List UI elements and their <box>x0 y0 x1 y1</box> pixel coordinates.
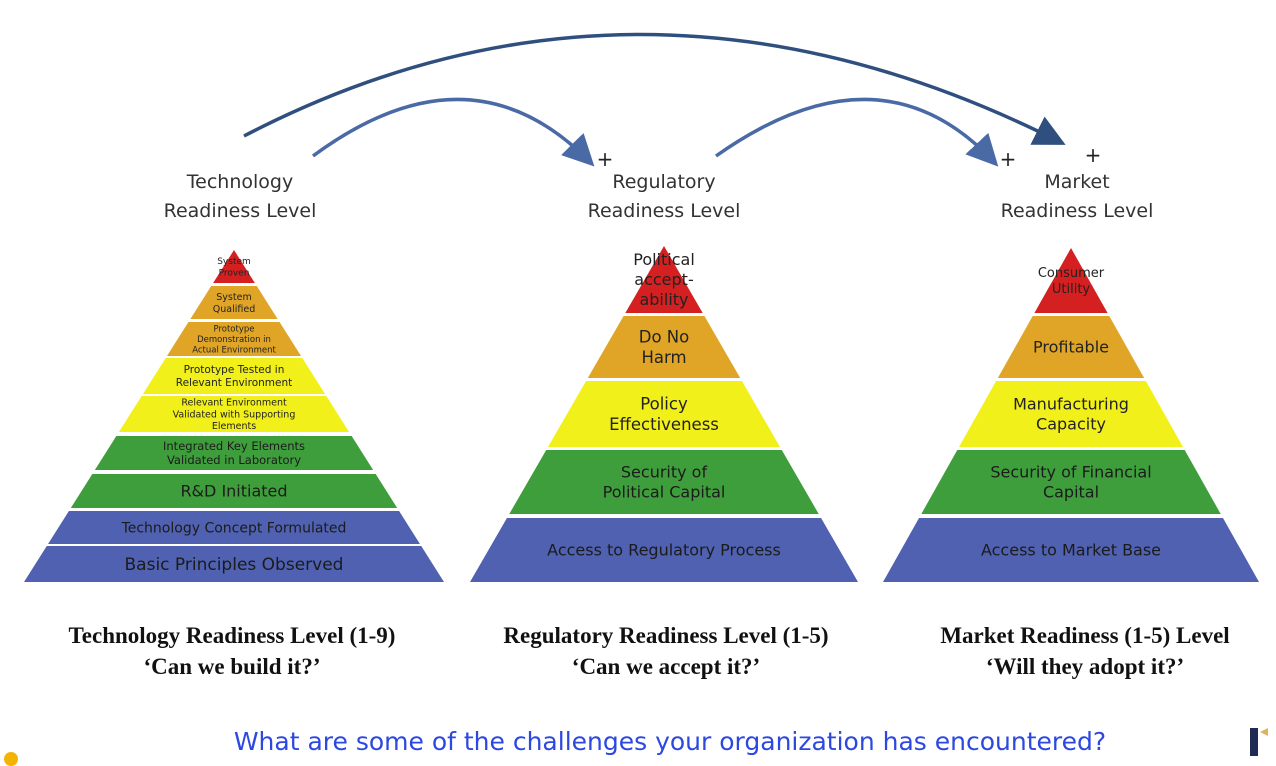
regulatory-level-3-band <box>547 381 781 447</box>
market-caption: Market Readiness (1-5) Level ‘Will they … <box>865 620 1276 682</box>
market-level-3-label-line-2: Capacity <box>1036 415 1106 434</box>
technology-level-8-label-line-1: System <box>216 292 251 303</box>
technology-level-8-band <box>190 286 278 319</box>
technology-caption: Technology Readiness Level (1-9) ‘Can we… <box>12 620 452 682</box>
market-level-4-band <box>997 316 1145 378</box>
regulatory-level-3-label-line-2: Effectiveness <box>609 415 719 434</box>
technology-level-5-band <box>118 396 350 432</box>
technology-level-5-label-line-2: Validated with Supporting <box>173 409 296 420</box>
regulatory-level-5-label-line-1: Political <box>633 250 695 269</box>
technology-readiness-pyramid: Basic Principles Observed Technology Conc… <box>24 250 444 582</box>
market-level-2-label-line-1: Security of Financial <box>990 463 1151 482</box>
regulatory-caption-title: Regulatory Readiness Level (1-5) <box>503 623 829 648</box>
market-level-2-label-line-2: Capital <box>1043 483 1099 502</box>
technology-level-2-band <box>48 511 420 544</box>
technology-level-4-band <box>94 436 374 470</box>
technology-level-6-band <box>142 358 326 394</box>
technology-level-6-label-line-2: Relevant Environment <box>176 377 292 389</box>
arrow-technology-to-regulatory <box>311 97 595 167</box>
regulatory-heading-line-1: Regulatory <box>612 171 716 193</box>
regulatory-level-1-band <box>470 518 858 582</box>
market-caption-title: Market Readiness (1-5) Level <box>940 623 1230 648</box>
technology-level-7-label-line-3: Actual Environment <box>192 346 276 356</box>
technology-level-9-label-line-2: Proven <box>219 268 250 278</box>
technology-level-9-label-line-1: System <box>217 257 251 267</box>
plus-sign-regulatory: + <box>597 147 614 171</box>
technology-caption-question: ‘Can we build it?’ <box>143 654 321 679</box>
technology-level-7-band <box>166 322 302 356</box>
arrow-regulatory-to-market <box>714 97 999 167</box>
market-level-4-label-line-1: Profitable <box>1033 338 1109 357</box>
technology-level-1-label-line-1: Basic Principles Observed <box>125 555 344 575</box>
logo-icon <box>1250 728 1268 756</box>
regulatory-level-5-label-line-3: ability <box>639 290 688 309</box>
technology-level-2-label-line-1: Technology Concept Formulated <box>121 520 347 536</box>
market-heading: Market Readiness Level <box>947 168 1207 226</box>
regulatory-level-5-label-line-2: accept- <box>634 270 693 289</box>
market-level-5-label-line-2: Utility <box>1052 282 1091 297</box>
technology-level-7-label-line-2: Demonstration in <box>197 335 271 345</box>
technology-level-3-label-line-1: R&D Initiated <box>180 482 287 501</box>
plus-sign-market-right: + <box>1085 143 1102 167</box>
discussion-question: What are some of the challenges your org… <box>233 727 1107 756</box>
market-heading-line-2: Readiness Level <box>1000 200 1154 222</box>
technology-heading-line-2: Readiness Level <box>163 200 317 222</box>
market-readiness-pyramid: Access to Market Base Security of Financi… <box>883 248 1259 582</box>
regulatory-level-4-label-line-1: Do No <box>639 327 689 346</box>
technology-level-1-band <box>24 546 444 582</box>
regulatory-caption: Regulatory Readiness Level (1-5) ‘Can we… <box>446 620 886 682</box>
regulatory-level-4-band <box>587 316 741 378</box>
market-level-1-label-line-1: Access to Market Base <box>981 541 1161 560</box>
regulatory-level-2-label-line-2: Political Capital <box>603 483 726 502</box>
technology-level-3-band <box>70 474 398 508</box>
technology-heading-line-1: Technology <box>186 171 294 193</box>
regulatory-level-1-label-line-1: Access to Regulatory Process <box>547 541 781 560</box>
regulatory-level-2-label-line-1: Security of <box>621 463 708 482</box>
technology-level-8-label-line-2: Qualified <box>213 304 255 315</box>
market-heading-line-1: Market <box>1044 171 1110 193</box>
technology-caption-title: Technology Readiness Level (1-9) <box>68 623 396 648</box>
technology-level-4-label-line-2: Validated in Laboratory <box>167 453 301 467</box>
market-caption-question: ‘Will they adopt it?’ <box>985 654 1185 679</box>
technology-level-5-label-line-1: Relevant Environment <box>181 397 287 408</box>
technology-level-7-label-line-1: Prototype <box>213 324 254 334</box>
regulatory-level-2-band <box>509 450 819 514</box>
market-level-2-band <box>921 450 1221 514</box>
arrow-technology-to-market <box>243 32 1066 145</box>
regulatory-level-3-label-line-1: Policy <box>640 394 688 413</box>
regulatory-level-4-label-line-2: Harm <box>641 348 686 367</box>
market-level-5-label-line-1: Consumer <box>1038 266 1105 281</box>
technology-level-4-label-line-1: Integrated Key Elements <box>163 439 305 453</box>
regulatory-caption-question: ‘Can we accept it?’ <box>571 654 761 679</box>
technology-level-9-band <box>213 250 255 283</box>
technology-heading: Technology Readiness Level <box>110 168 370 226</box>
market-level-3-band <box>958 381 1184 447</box>
brand-dot-icon <box>4 752 18 766</box>
regulatory-level-5-band <box>625 246 703 313</box>
market-level-3-label-line-1: Manufacturing <box>1013 395 1129 414</box>
market-level-5-band <box>1034 248 1108 313</box>
regulatory-heading: Regulatory Readiness Level <box>534 168 794 226</box>
technology-level-6-label-line-1: Prototype Tested in <box>184 364 285 376</box>
plus-sign-market-left: + <box>1000 147 1017 171</box>
regulatory-heading-line-2: Readiness Level <box>587 200 741 222</box>
technology-level-5-label-line-3: Elements <box>212 421 256 432</box>
market-level-1-band <box>883 518 1259 582</box>
